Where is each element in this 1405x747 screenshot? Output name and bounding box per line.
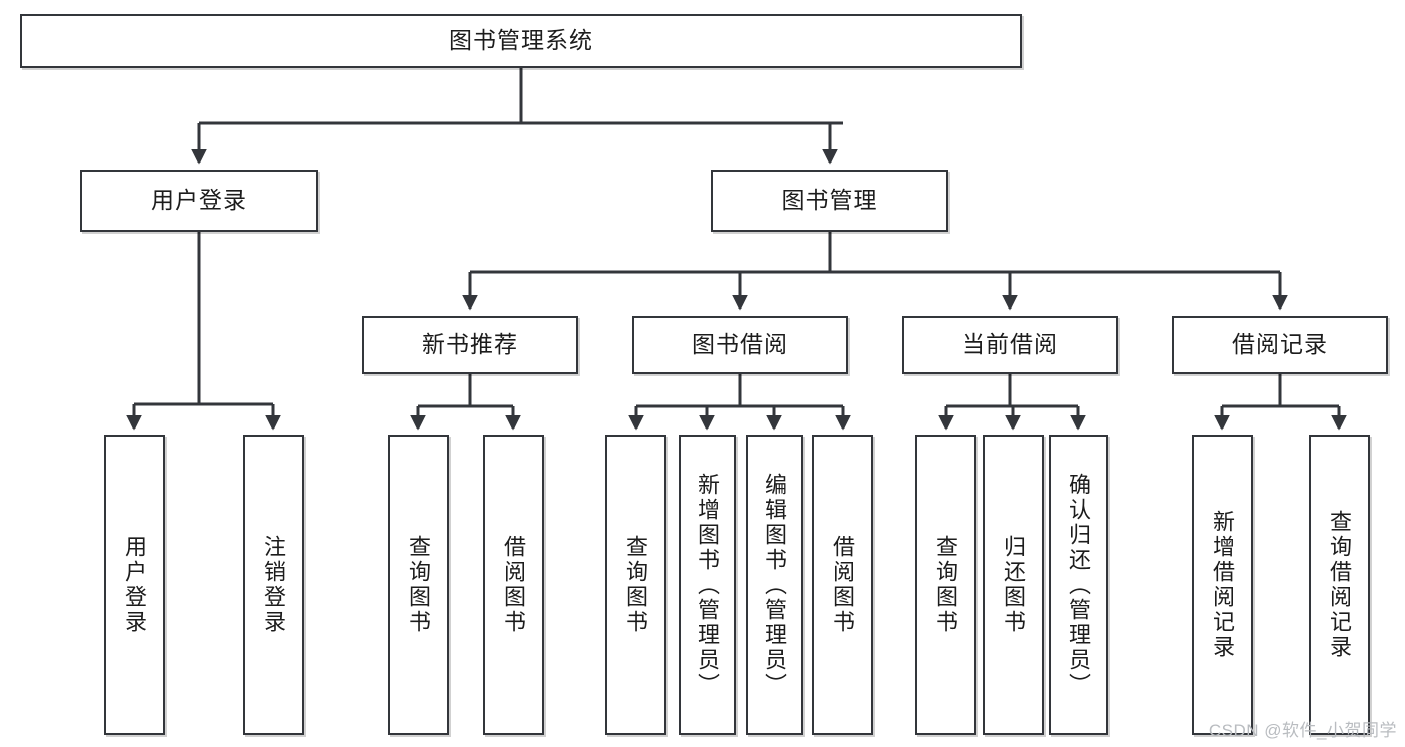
node-leaf-add-book[interactable]: 新增图书（管理员） xyxy=(679,435,736,735)
node-leaf-query-book-3[interactable]: 查询图书 xyxy=(915,435,976,735)
node-label: 新增借阅记录 xyxy=(1210,510,1236,660)
node-label: 图书管理系统 xyxy=(449,27,593,54)
node-label: 用户登录 xyxy=(151,187,247,214)
node-label: 新增图书（管理员） xyxy=(695,472,721,698)
node-label: 查询图书 xyxy=(933,535,959,635)
node-label: 图书管理 xyxy=(781,187,878,214)
node-label: 借阅图书 xyxy=(830,535,856,635)
node-label: 用户登录 xyxy=(122,535,148,635)
node-leaf-query-record[interactable]: 查询借阅记录 xyxy=(1309,435,1370,735)
node-leaf-user-logout[interactable]: 注销登录 xyxy=(243,435,304,735)
node-label: 编辑图书（管理员） xyxy=(762,472,788,698)
node-label: 借阅记录 xyxy=(1232,331,1328,358)
csdn-watermark: CSDN @软件_小贺同学 xyxy=(1208,721,1397,740)
node-label: 借阅图书 xyxy=(501,535,527,635)
node-leaf-query-book-1[interactable]: 查询图书 xyxy=(388,435,449,735)
node-leaf-user-login[interactable]: 用户登录 xyxy=(104,435,165,735)
node-leaf-query-book-2[interactable]: 查询图书 xyxy=(605,435,666,735)
node-leaf-add-record[interactable]: 新增借阅记录 xyxy=(1192,435,1253,735)
node-current-borrow[interactable]: 当前借阅 xyxy=(902,316,1118,374)
node-leaf-borrow-book-2[interactable]: 借阅图书 xyxy=(812,435,873,735)
node-leaf-borrow-book-1[interactable]: 借阅图书 xyxy=(483,435,544,735)
node-book-borrow[interactable]: 图书借阅 xyxy=(632,316,848,374)
node-user-login[interactable]: 用户登录 xyxy=(80,170,318,232)
node-new-book-rec[interactable]: 新书推荐 xyxy=(362,316,578,374)
node-label: 注销登录 xyxy=(261,535,287,635)
node-label: 查询借阅记录 xyxy=(1327,510,1353,660)
node-label: 确认归还（管理员） xyxy=(1066,472,1092,698)
node-book-manage[interactable]: 图书管理 xyxy=(711,170,948,232)
node-label: 新书推荐 xyxy=(422,331,518,358)
node-label: 图书借阅 xyxy=(692,331,788,358)
node-root[interactable]: 图书管理系统 xyxy=(20,14,1022,68)
node-label: 查询图书 xyxy=(623,535,649,635)
node-leaf-confirm-return[interactable]: 确认归还（管理员） xyxy=(1049,435,1108,735)
node-label: 当前借阅 xyxy=(962,331,1058,358)
node-borrow-record[interactable]: 借阅记录 xyxy=(1172,316,1388,374)
node-label: 查询图书 xyxy=(406,535,432,635)
node-label: 归还图书 xyxy=(1001,535,1027,635)
node-leaf-edit-book[interactable]: 编辑图书（管理员） xyxy=(746,435,803,735)
node-leaf-return-book[interactable]: 归还图书 xyxy=(983,435,1044,735)
